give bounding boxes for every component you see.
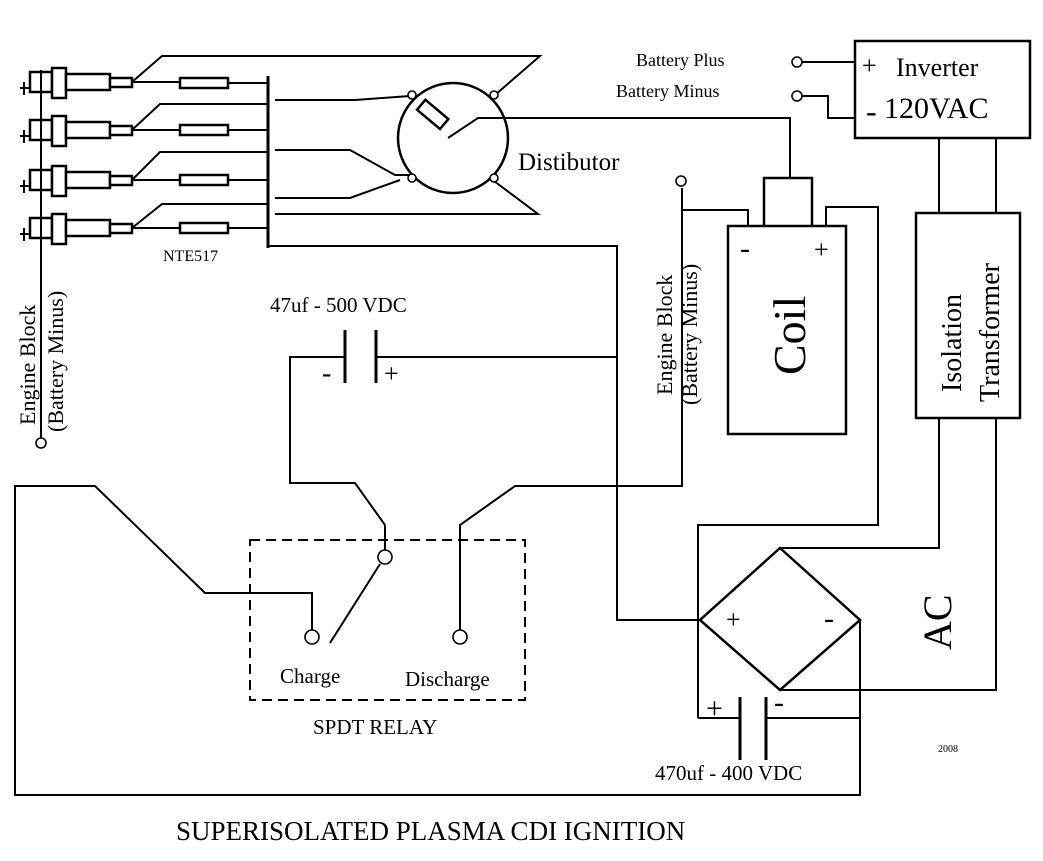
high-voltage-bus	[268, 245, 700, 621]
engine-block-mid-label-2: (Battery Minus)	[677, 264, 702, 405]
bridge-rectifier: + -	[698, 546, 862, 795]
battery-inputs: Battery Plus Battery Minus	[616, 50, 855, 119]
isolation-label-1: Isolation	[937, 294, 968, 392]
battery-plus-label: Battery Plus	[636, 50, 725, 70]
battery-minus-label: Battery Minus	[616, 81, 720, 101]
spark-plugs	[20, 66, 180, 449]
diode-2	[178, 123, 230, 137]
diode-1	[178, 76, 230, 90]
plug-wires	[131, 55, 543, 229]
spdt-relay: Charge Discharge	[14, 210, 861, 796]
inverter-plus: +	[862, 51, 877, 80]
ac-label: AC	[915, 594, 960, 650]
battery-minus-terminal	[791, 90, 803, 102]
capacitor-470uf: + - 470uf - 400 VDC	[655, 686, 860, 785]
engine-block-left-terminal	[35, 437, 47, 449]
battery-plus-terminal	[791, 56, 803, 68]
nte517-label: NTE517	[163, 248, 218, 265]
coil-minus: -	[740, 232, 750, 265]
coil-label: Coil	[764, 296, 815, 375]
distributor	[396, 81, 791, 195]
engine-block-left-label-2: (Battery Minus)	[43, 291, 68, 432]
relay-common-terminal	[377, 549, 393, 565]
cap-bottom-label: 470uf - 400 VDC	[655, 761, 802, 785]
inverter: + Inverter - 120VAC	[853, 39, 1032, 140]
bridge-minus: -	[824, 602, 834, 635]
charge-label: Charge	[280, 664, 340, 688]
distributor-label: Distibutor	[518, 149, 620, 176]
nte517-diodes	[178, 76, 270, 248]
diode-4	[178, 221, 230, 235]
inverter-minus: -	[866, 93, 877, 129]
diode-3	[178, 173, 230, 187]
inverter-label: Inverter	[896, 53, 979, 82]
inverter-voltage: 120VAC	[884, 92, 988, 125]
engine-block-left-label-1: Engine Block	[15, 305, 40, 425]
spark-plug-1	[20, 66, 180, 100]
spark-plug-3	[20, 164, 180, 198]
spark-plug-2	[20, 114, 180, 148]
isolation-label-2: Transformer	[975, 262, 1006, 402]
engine-block-mid-label-1: Engine Block	[652, 275, 677, 395]
cap-top-plus: +	[384, 359, 399, 388]
relay-switch-arm	[329, 563, 381, 644]
cap-bottom-plus: +	[706, 692, 723, 725]
isolation-transformer: Isolation Transformer	[780, 138, 1022, 691]
ignition-coil: - + Coil	[675, 175, 879, 718]
engine-block-mid-terminal	[675, 175, 687, 187]
bridge-plus: +	[726, 605, 741, 634]
discharge-label: Discharge	[405, 667, 490, 691]
credit-mark: 2008	[938, 744, 958, 755]
cap-bottom-minus: -	[774, 686, 784, 719]
cap-top-minus: -	[322, 358, 331, 389]
relay-discharge-terminal	[452, 629, 468, 645]
rotor	[415, 98, 791, 178]
capacitor-47uf: 47uf - 500 VDC - +	[270, 293, 617, 526]
diagram-title: SUPERISOLATED PLASMA CDI IGNITION	[176, 816, 685, 846]
spark-plug-4	[20, 212, 180, 246]
relay-label: SPDT RELAY	[313, 715, 437, 739]
coil-plus: +	[814, 235, 829, 264]
cap-top-label: 47uf - 500 VDC	[270, 293, 407, 317]
relay-charge-terminal	[304, 629, 320, 645]
